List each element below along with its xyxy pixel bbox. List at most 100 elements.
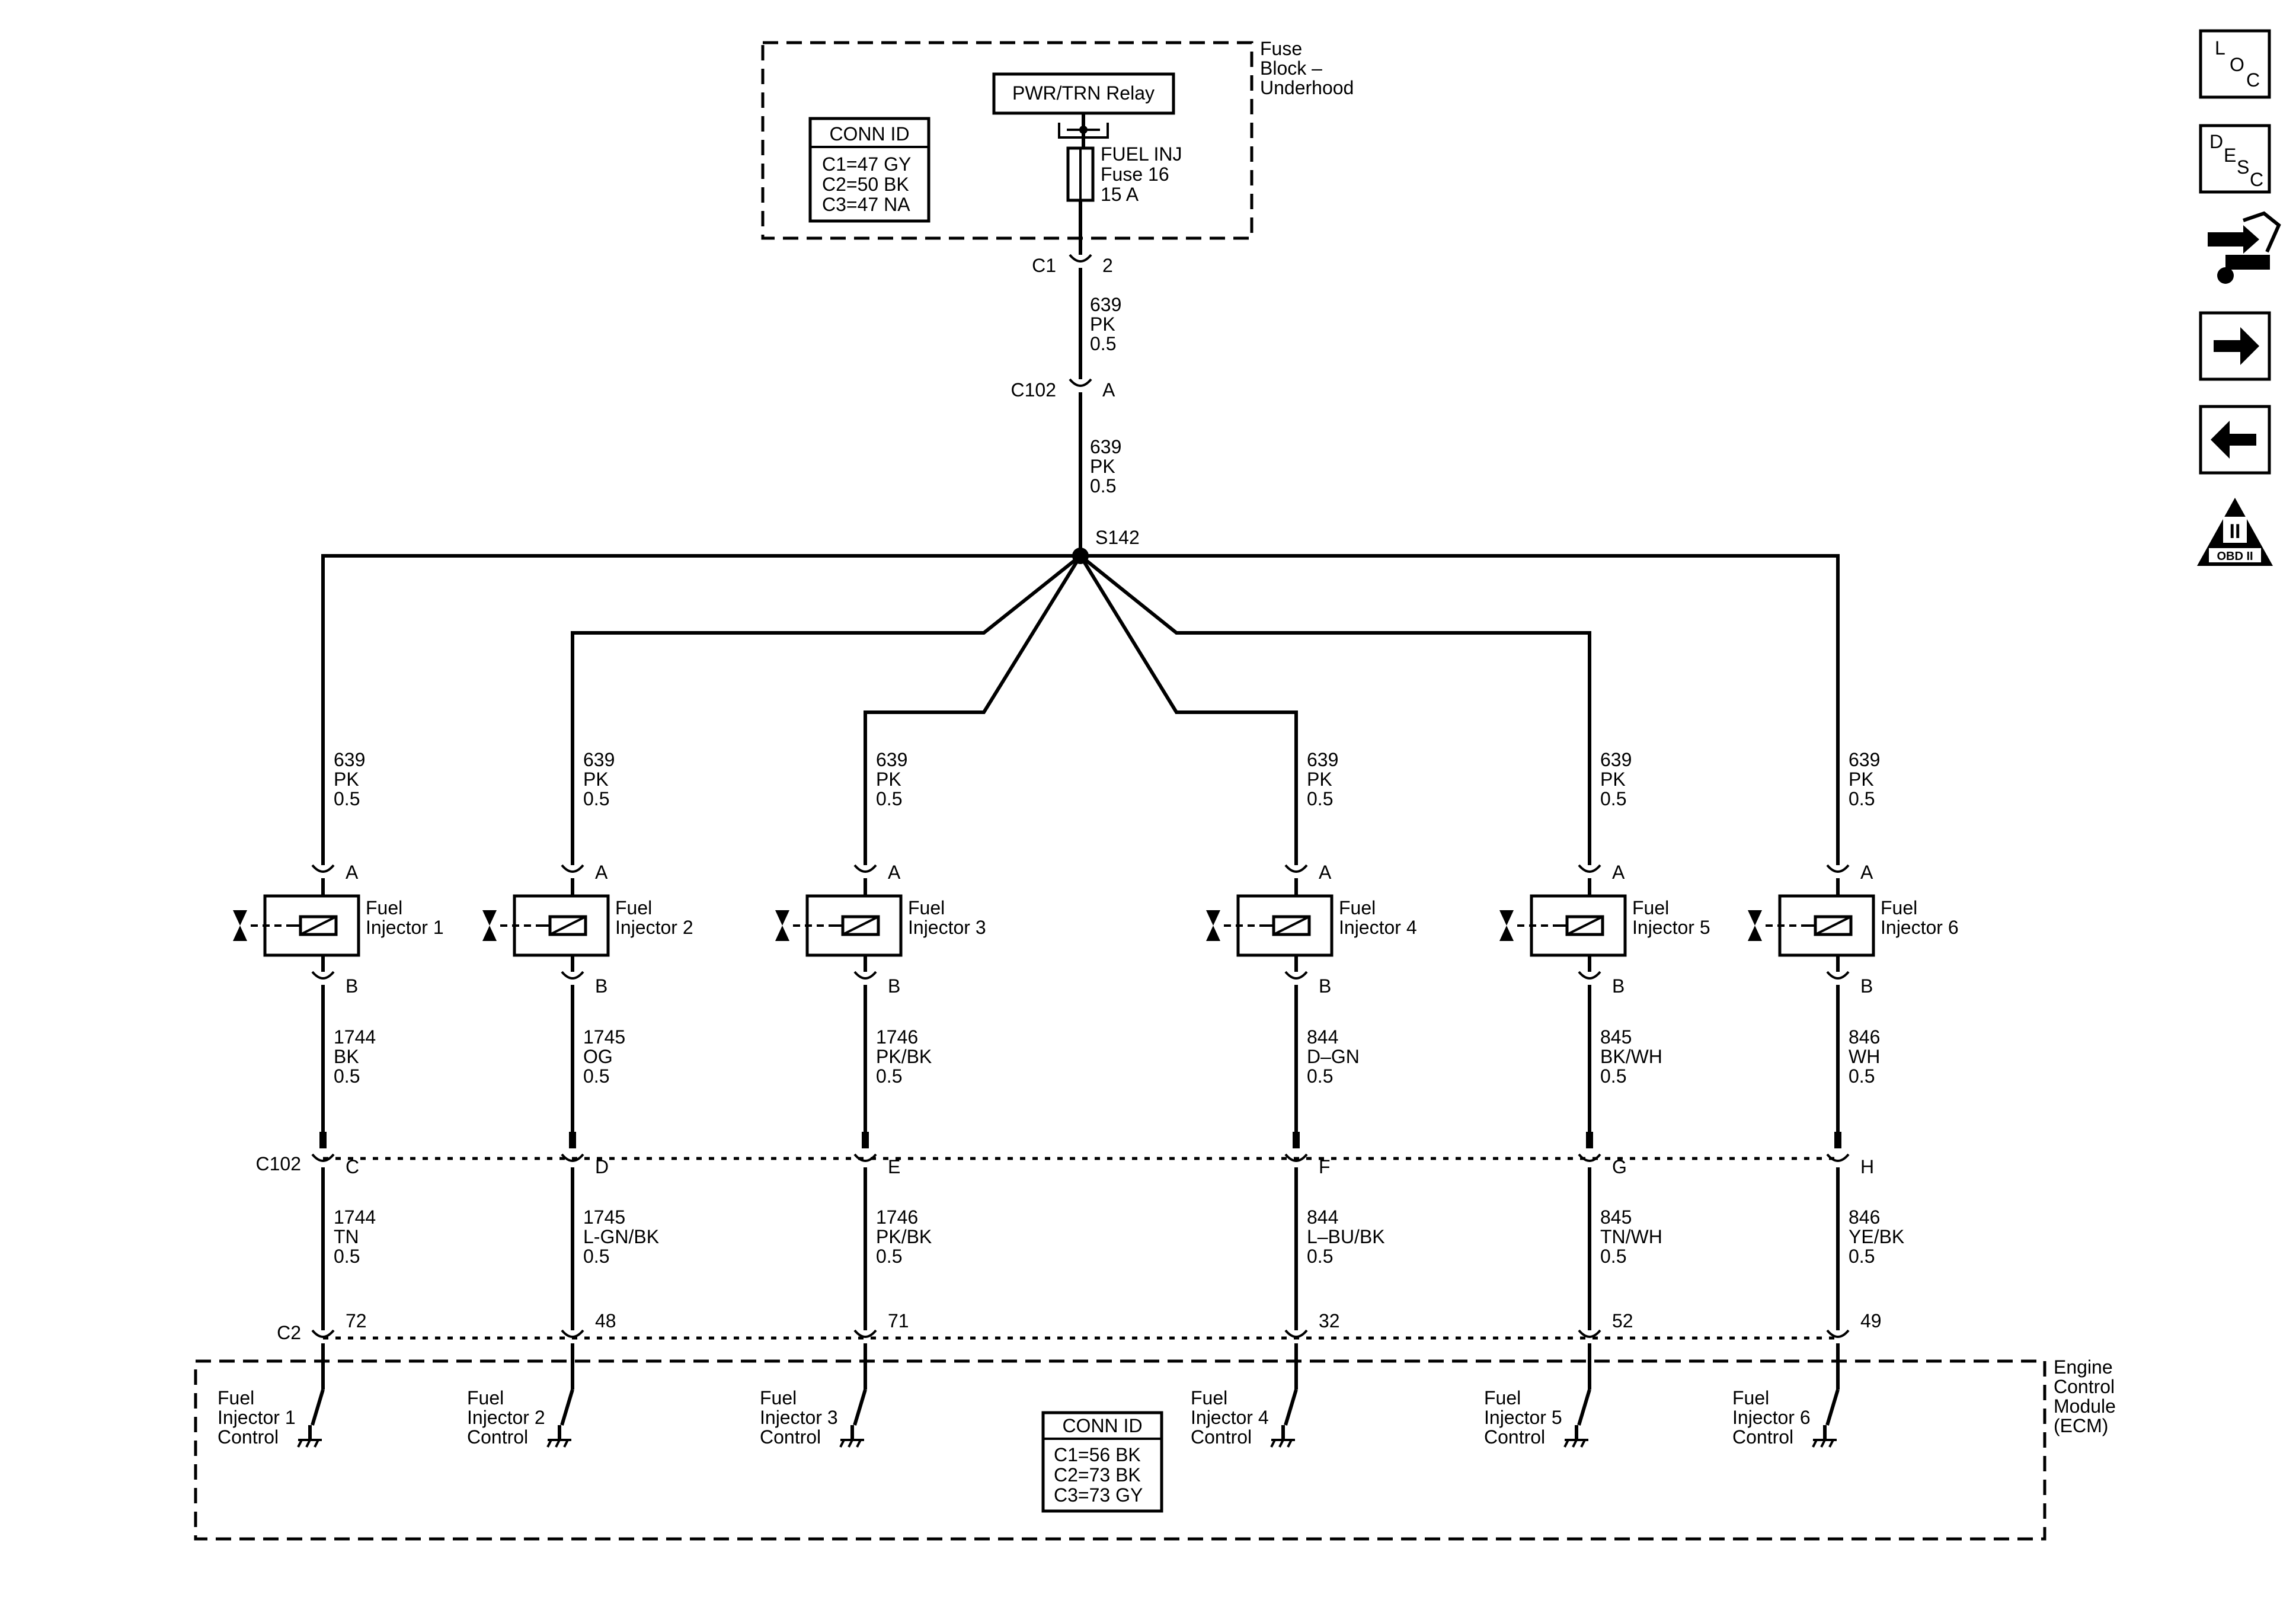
ecm-control-label: Injector 4 (1191, 1407, 1269, 1428)
solenoid-marker-icon (1206, 910, 1220, 941)
feed-wire-circuit: 639 (1090, 294, 1121, 315)
injector-feed-circuit: 639 (334, 749, 365, 770)
nav-icons: L O C D E S C II O (2197, 29, 2281, 566)
ecm-title-2: Control (2054, 1376, 2115, 1397)
injector-pin-a: A (888, 862, 901, 883)
c1-connector-label: C1 (1032, 255, 1056, 276)
ecm-wire-color: L-GN/BK (583, 1226, 659, 1247)
injector-out-size: 0.5 (334, 1065, 360, 1087)
ecm-wire-size: 0.5 (1307, 1246, 1333, 1267)
ecm-wire-size: 0.5 (1849, 1246, 1875, 1267)
ecm-control-label: Injector 5 (1484, 1407, 1562, 1428)
connector-end-view-icon[interactable] (2208, 211, 2281, 284)
c102-connector-label: C102 (1011, 379, 1057, 401)
injector-pin-b: B (1319, 975, 1331, 997)
fuse-block-conn-id-table: CONN ID C1=47 GY C2=50 BK C3=47 NA (808, 117, 930, 223)
ecm-control-label: Fuel (1191, 1387, 1227, 1409)
ecm-control-label: Control (1191, 1426, 1252, 1448)
loc-icon[interactable]: L O C (2199, 29, 2271, 99)
injector-out-size: 0.5 (1600, 1065, 1626, 1087)
injector-out-circuit: 846 (1849, 1026, 1880, 1048)
solenoid-marker-icon (775, 910, 789, 941)
ecm-pin: 71 (888, 1310, 909, 1331)
ecm-title-3: Module (2054, 1395, 2116, 1417)
injector-feed-circuit: 639 (876, 749, 907, 770)
desc-icon-letter: D (2209, 131, 2223, 152)
fuse-block-title-3: Underhood (1260, 77, 1354, 98)
prev-arrow-icon[interactable] (2199, 405, 2271, 475)
ecm-control-label: Control (760, 1426, 821, 1448)
fuse-label-3: 15 A (1101, 184, 1139, 205)
ecm-conn-id-table: CONN ID C1=56 BK C2=73 BK C3=73 GY (1041, 1411, 1163, 1513)
next-arrow-icon[interactable] (2199, 311, 2271, 381)
desc-icon-letter: C (2250, 169, 2263, 190)
solenoid-marker-icon (1748, 910, 1762, 941)
injector-feed-circuit: 639 (1849, 749, 1880, 770)
injector-out-size: 0.5 (876, 1065, 902, 1087)
c102-pin: E (888, 1156, 900, 1177)
ecm-wire-size: 0.5 (876, 1246, 902, 1267)
fuse-block-title-1: Fuse (1260, 38, 1302, 59)
injector-name: Fuel (1632, 897, 1669, 918)
ecm-control-label: Control (467, 1426, 528, 1448)
injector-pin-a: A (595, 862, 608, 883)
injector-feed-color: PK (1600, 769, 1626, 790)
solenoid-marker-icon (233, 910, 247, 941)
injector-feed-color: PK (1849, 769, 1874, 790)
solenoid-marker-icon (1499, 910, 1514, 941)
injector-out-circuit: 1745 (583, 1026, 625, 1048)
injector-pin-b: B (346, 975, 358, 997)
ecm-control-label: Control (1732, 1426, 1793, 1448)
ecm-wire-color: YE/BK (1849, 1226, 1904, 1247)
ecm-pin: 52 (1612, 1310, 1633, 1331)
loc-icon-letter: L (2215, 37, 2225, 59)
desc-icon-letter: E (2224, 145, 2236, 166)
desc-icon[interactable]: D E S C (2199, 124, 2271, 194)
ecm-wire-circuit: 1744 (334, 1206, 376, 1228)
injector-pin-b: B (888, 975, 900, 997)
injector-out-color: BK/WH (1600, 1046, 1662, 1067)
injector-out-size: 0.5 (1307, 1065, 1333, 1087)
injector-pin-a: A (346, 862, 359, 883)
injector-feed-color: PK (583, 769, 609, 790)
ecm-control-label: Fuel (1484, 1387, 1521, 1409)
feed-wire-circuit: 639 (1090, 436, 1121, 457)
injector-pin-a: A (1319, 862, 1332, 883)
conn-id-line: C1=47 GY (822, 153, 911, 175)
conn-id-line: C3=47 NA (822, 194, 910, 215)
ecm-module: Engine Control Module (ECM) CONN ID C1=5… (194, 1356, 2116, 1541)
fuse-block-underhood: Fuse Block – Underhood PWR/TRN Relay FUE… (761, 38, 1354, 240)
injector-out-size: 0.5 (1849, 1065, 1875, 1087)
desc-icon-letter: S (2237, 156, 2249, 178)
ecm-control-label: Injector 6 (1732, 1407, 1811, 1428)
relay-contact-icon (1058, 113, 1109, 148)
ecm-title-4: (ECM) (2054, 1415, 2108, 1436)
injector-name: Injector 3 (908, 917, 986, 938)
fuel-inj-fuse: FUEL INJ Fuse 16 15 A (1066, 143, 1182, 205)
pwr-trn-relay: PWR/TRN Relay (992, 72, 1175, 115)
ecm-wire-circuit: 1745 (583, 1206, 625, 1228)
feed-wire-color: PK (1090, 456, 1115, 477)
injector-pin-b: B (1860, 975, 1873, 997)
injector-feed-color: PK (876, 769, 901, 790)
injector-name: Injector 6 (1881, 917, 1959, 938)
injector-out-color: BK (334, 1046, 359, 1067)
injector-name: Injector 1 (366, 917, 444, 938)
ecm-control-label: Fuel (218, 1387, 254, 1409)
injector-feed-circuit: 639 (1600, 749, 1632, 770)
c102-pin: F (1319, 1156, 1331, 1177)
obd-ii-icon[interactable]: II OBD II (2197, 498, 2273, 566)
ecm-control-label: Fuel (1732, 1387, 1769, 1409)
ecm-control-label: Fuel (760, 1387, 797, 1409)
ecm-wire-color: L–BU/BK (1307, 1226, 1385, 1247)
injector-feed-color: PK (334, 769, 359, 790)
c102-left-label: C102 (256, 1153, 302, 1174)
